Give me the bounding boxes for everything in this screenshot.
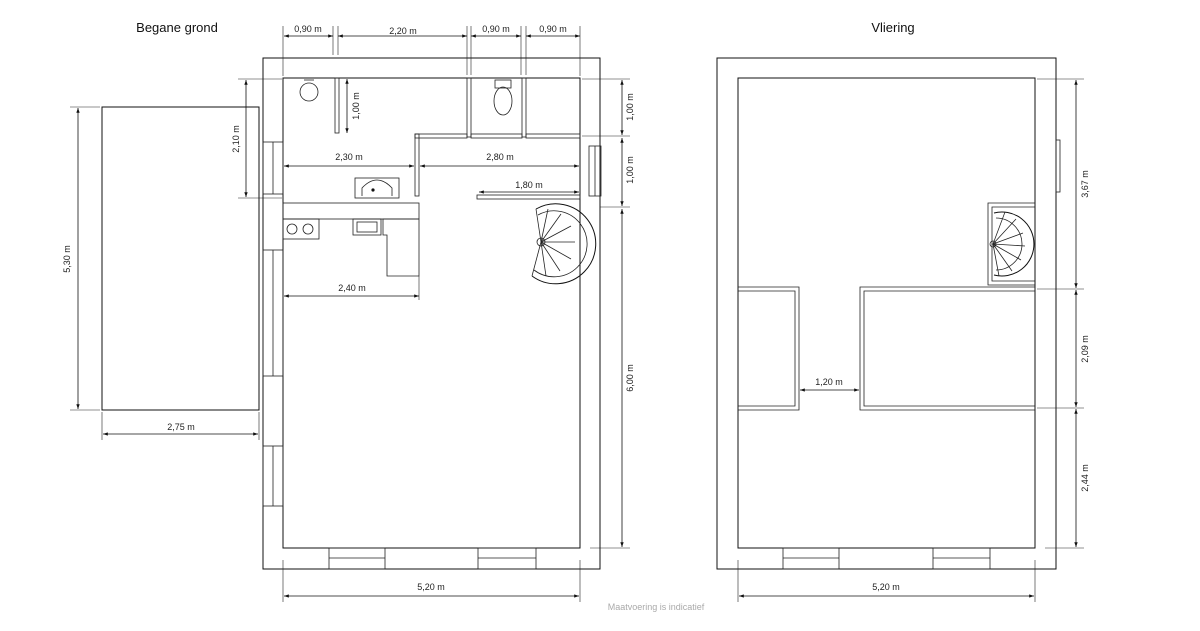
attic-title: Vliering xyxy=(871,20,914,35)
gf-annex xyxy=(101,106,260,411)
dim-at-520: 5,20 m xyxy=(872,582,900,592)
gf-washbasin xyxy=(299,79,319,102)
dim-at-209: 2,09 m xyxy=(1080,335,1090,363)
dim-gf-top-090-b: 0,90 m xyxy=(482,24,510,34)
dim-gf-top-090-a: 0,90 m xyxy=(294,24,322,34)
dim-at-120: 1,20 m xyxy=(815,377,843,387)
footnote: Maatvoering is indicatief xyxy=(608,602,705,612)
dim-gf-600: 6,00 m xyxy=(625,364,635,392)
gf-outer-wall xyxy=(262,57,601,570)
dim-gf-100-right-a: 1,00 m xyxy=(625,93,635,121)
attic-outer-wall xyxy=(716,57,1057,570)
attic-bottom-windows xyxy=(782,547,991,570)
gf-dimensions: 0,90 m 2,20 m 0,90 m 0,90 m 2,30 m 2,80 … xyxy=(62,24,635,602)
dim-at-367: 3,67 m xyxy=(1080,170,1090,198)
gf-right-window xyxy=(588,145,602,197)
gf-kitchen xyxy=(282,202,420,277)
attic-inner-wall xyxy=(737,77,1036,549)
attic-dimensions: 1,20 m 3,67 m 2,09 m 2,44 m 5,20 m xyxy=(737,78,1090,602)
gf-sink-cabinet xyxy=(354,177,400,199)
dim-gf-240: 2,40 m xyxy=(338,283,366,293)
gf-toilet xyxy=(493,79,513,116)
attic-plan xyxy=(716,57,1061,570)
dim-gf-180: 1,80 m xyxy=(515,180,543,190)
dim-gf-280: 2,80 m xyxy=(486,152,514,162)
attic-spiral-staircase xyxy=(987,202,1035,286)
gf-inner-wall xyxy=(282,77,581,549)
ground-floor-plan xyxy=(101,57,602,570)
dim-gf-520: 5,20 m xyxy=(417,582,445,592)
attic-right-window xyxy=(1055,139,1061,193)
gf-spiral-staircase xyxy=(531,203,597,285)
dim-ext-530: 5,30 m xyxy=(62,245,72,273)
dim-gf-100-inner: 1,00 m xyxy=(351,92,361,120)
ground-floor-title: Begane grond xyxy=(136,20,218,35)
dim-ext-275: 2,75 m xyxy=(167,422,195,432)
dim-at-244: 2,44 m xyxy=(1080,464,1090,492)
dim-gf-230: 2,30 m xyxy=(335,152,363,162)
gf-bottom-windows xyxy=(328,547,537,570)
gf-left-windows xyxy=(262,141,284,507)
attic-right-room xyxy=(859,286,1035,411)
dim-gf-210: 2,10 m xyxy=(231,125,241,153)
dim-gf-top-220: 2,20 m xyxy=(389,26,417,36)
gf-interior-walls xyxy=(334,77,581,200)
attic-left-room xyxy=(738,286,800,411)
dim-gf-100-right-b: 1,00 m xyxy=(625,156,635,184)
dim-gf-top-090-c: 0,90 m xyxy=(539,24,567,34)
